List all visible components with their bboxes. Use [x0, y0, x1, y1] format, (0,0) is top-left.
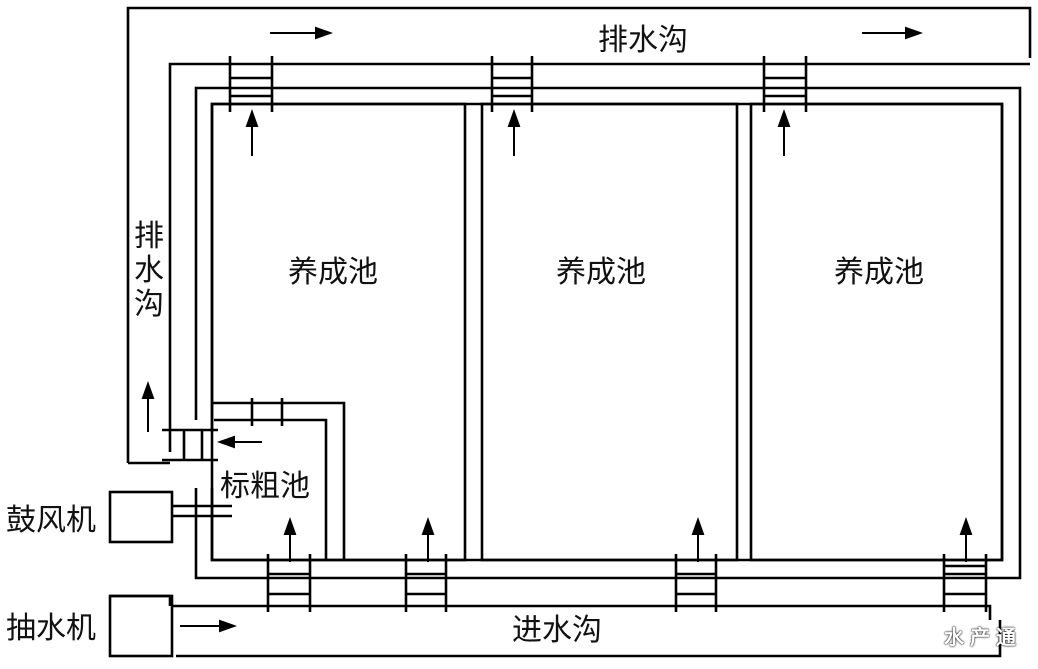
- drain-channel-outline: [126, 6, 1032, 465]
- arrow-right-icon: [862, 26, 923, 40]
- drain-left-label-2: 水: [134, 253, 164, 288]
- pond-3-outline: [749, 102, 1004, 562]
- inlet-channel-label: 进水沟: [512, 613, 602, 648]
- watermark-logo: 水产通: [944, 625, 1022, 649]
- pump-box: [108, 594, 174, 658]
- arrow-right-icon: [180, 619, 237, 633]
- blower-label: 鼓风机: [6, 503, 96, 538]
- arrow-up-icon: [245, 109, 259, 156]
- pond-3-label: 养成池: [834, 255, 924, 290]
- pond-2-label: 养成池: [556, 255, 646, 290]
- gates-top: [228, 56, 808, 112]
- pond-1-outline: [210, 102, 467, 562]
- arrow-left-icon: [217, 435, 262, 449]
- blower-pipe: [172, 504, 232, 518]
- pond-2-outline: [480, 102, 739, 562]
- gates-bottom: [266, 554, 988, 612]
- pump-label: 抽水机: [6, 611, 96, 646]
- inlet-loop-outline: [194, 86, 1022, 580]
- arrow-up-icon: [283, 517, 297, 562]
- arrow-up-icon: [959, 517, 973, 562]
- blower-box: [108, 490, 174, 544]
- pond-1-label: 养成池: [288, 255, 378, 290]
- nursery-label: 标粗池: [220, 469, 310, 504]
- drain-left-label-1: 排: [134, 219, 164, 254]
- arrow-right-icon: [270, 26, 333, 40]
- drain-top-label: 排水沟: [598, 23, 688, 58]
- arrow-up-icon: [777, 109, 791, 156]
- nursery-pond-outline: [212, 398, 346, 560]
- gate-left: [162, 428, 218, 462]
- drain-left-label-3: 沟: [134, 287, 164, 322]
- arrow-up-icon: [421, 517, 435, 562]
- arrow-up-icon: [507, 109, 521, 156]
- arrow-up-icon: [691, 517, 705, 562]
- arrow-up-icon: [141, 381, 155, 432]
